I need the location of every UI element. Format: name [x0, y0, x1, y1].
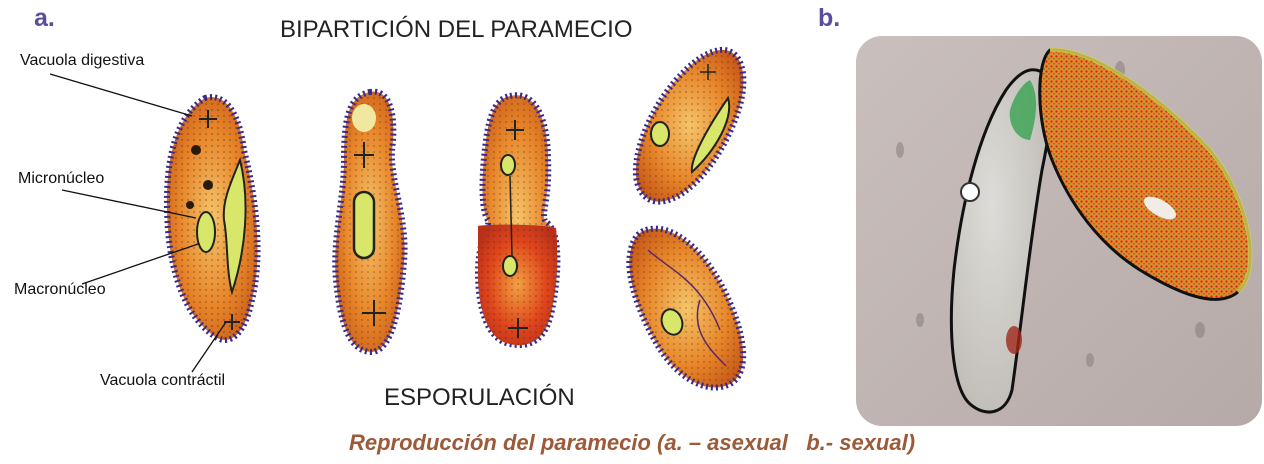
- label-macronucleo: Macronúcleo: [14, 281, 106, 299]
- panel-a-letter: a.: [34, 4, 55, 33]
- label-vacuola-digestiva: Vacuola digestiva: [20, 52, 144, 70]
- panel-b-letter: b.: [818, 4, 840, 33]
- diagram-subtitle: ESPORULACIÓN: [384, 384, 575, 412]
- figure-caption: Reproducción del paramecio (a. – asexual…: [0, 430, 1264, 456]
- paramecium-cell-3: [478, 95, 557, 345]
- conjugation-photo: [856, 36, 1262, 426]
- label-micronucleo: Micronúcleo: [18, 170, 104, 188]
- paramecium-cell-4-top: [636, 50, 744, 202]
- label-vacuola-contractil: Vacuola contráctil: [100, 372, 225, 390]
- paramecium-cell-4-bottom: [629, 229, 743, 388]
- paramecium-cell-1: [167, 97, 258, 340]
- paramecium-cell-2: [335, 92, 404, 352]
- diagram-title: BIPARTICIÓN DEL PARAMECIO: [280, 16, 633, 44]
